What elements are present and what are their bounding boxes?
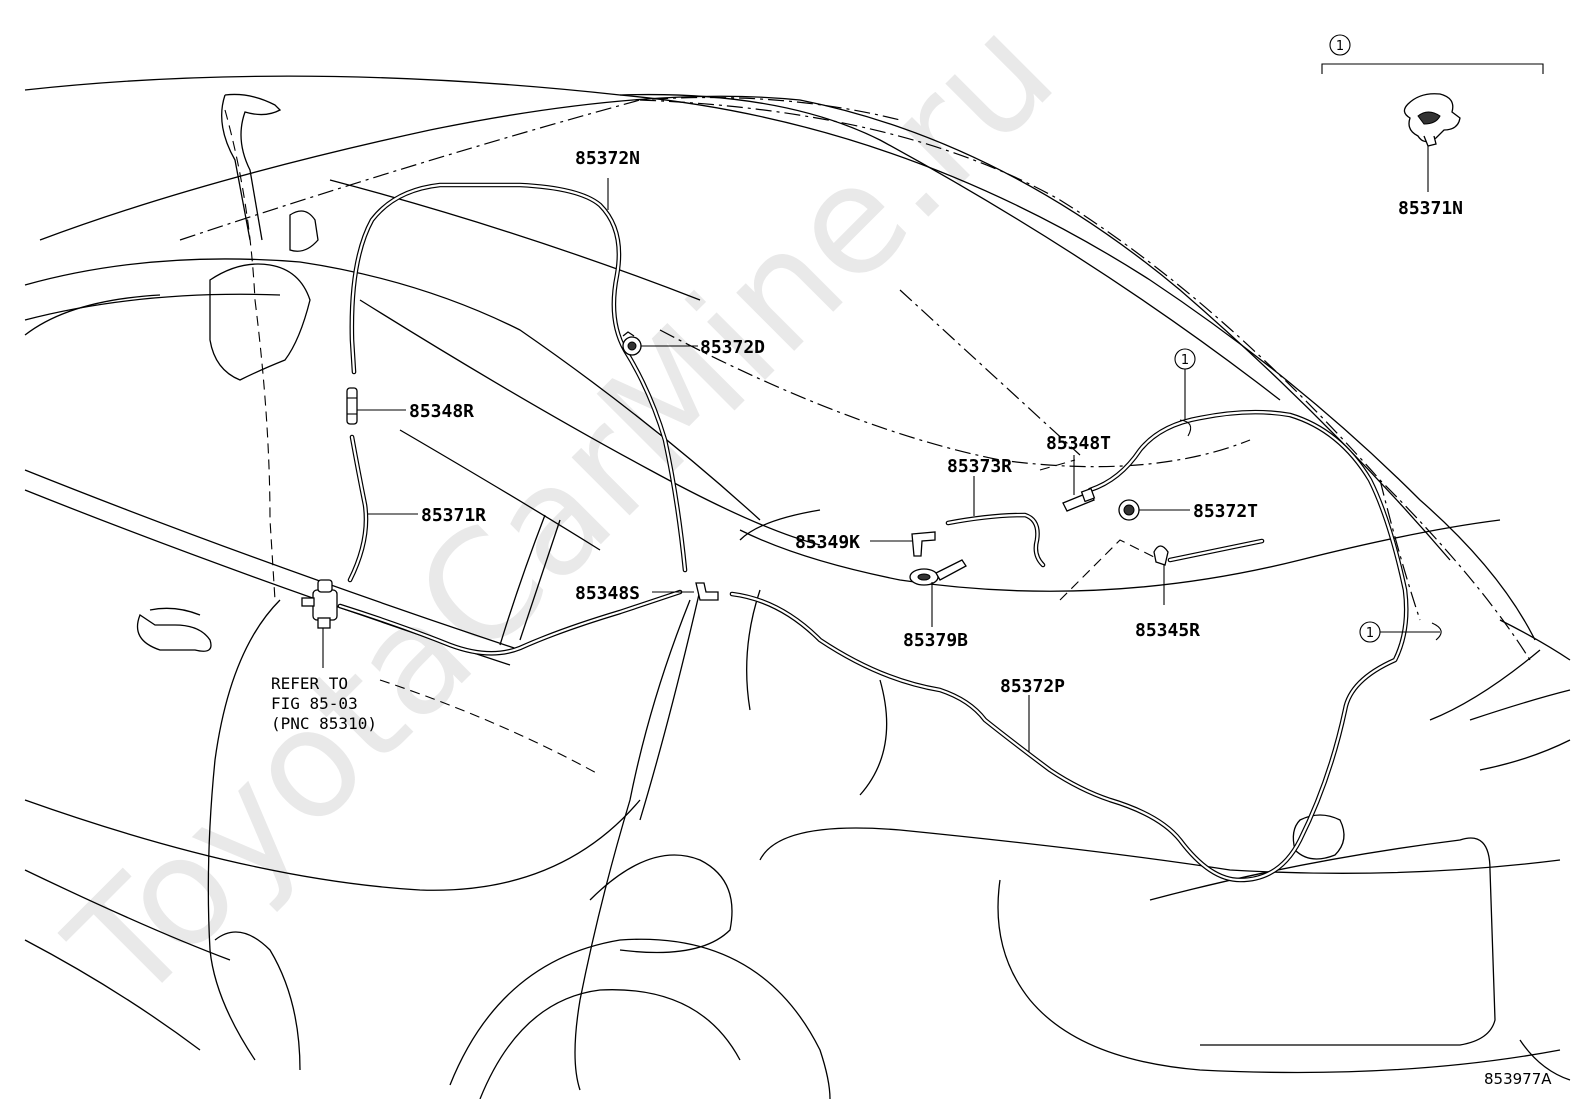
joint-85348T-icon (1062, 487, 1096, 512)
svg-text:1: 1 (1366, 626, 1374, 641)
svg-text:FIG 85-03: FIG 85-03 (271, 694, 358, 713)
part-label-85372N: 85372N (575, 148, 640, 169)
part-label-85372T: 85372T (1193, 501, 1258, 522)
leader-lines (322, 146, 1429, 752)
part-label-85371R: 85371R (421, 505, 486, 526)
callout-1-lower: 1 (1359, 621, 1442, 643)
elbow-85348S-icon (695, 582, 719, 601)
part-label-85373R: 85373R (947, 456, 1012, 477)
callout-1-inset: 1 (1321, 34, 1544, 74)
nozzle-85379B-icon (909, 559, 967, 586)
refer-note: REFER TO FIG 85-03 (PNC 85310) (271, 674, 377, 733)
svg-text:REFER TO: REFER TO (271, 674, 348, 693)
callout-symbols: 1 1 1 (1174, 34, 1544, 643)
callout-1-upper: 1 (1174, 348, 1196, 437)
part-label-85349K: 85349K (795, 532, 860, 553)
svg-text:1: 1 (1181, 353, 1189, 368)
watermark-text: ToyotaCarMine.ru (37, 0, 1087, 1036)
part-label-85348T: 85348T (1046, 433, 1111, 454)
part-label-85345R: 85345R (1135, 620, 1200, 641)
svg-text:(PNC 85310): (PNC 85310) (271, 714, 377, 733)
part-label-85379B: 85379B (903, 630, 968, 651)
part-label-85372P: 85372P (1000, 676, 1065, 697)
bracket-85345R-icon (1153, 545, 1169, 566)
washer-components (301, 93, 1461, 629)
part-labels: 85372N 85372D 85348R 85371R 85348S 85373… (409, 148, 1463, 697)
part-label-85348S: 85348S (575, 583, 640, 604)
hose-clamp-85371N-icon (1403, 93, 1461, 147)
clip-85372D-icon (622, 331, 642, 356)
clip-85372T-icon (1118, 499, 1140, 521)
washer-hoses (337, 182, 1409, 883)
joint-85348R-icon (346, 387, 358, 425)
svg-text:1: 1 (1336, 39, 1344, 54)
connector-85349K-icon (911, 531, 936, 557)
part-label-85348R: 85348R (409, 401, 474, 422)
part-label-85371N: 85371N (1398, 198, 1463, 219)
figure-id: 853977A (1484, 1070, 1552, 1088)
car-body-outline (24, 75, 1571, 1099)
part-label-85372D: 85372D (700, 337, 765, 358)
washer-pump-icon (301, 579, 338, 629)
